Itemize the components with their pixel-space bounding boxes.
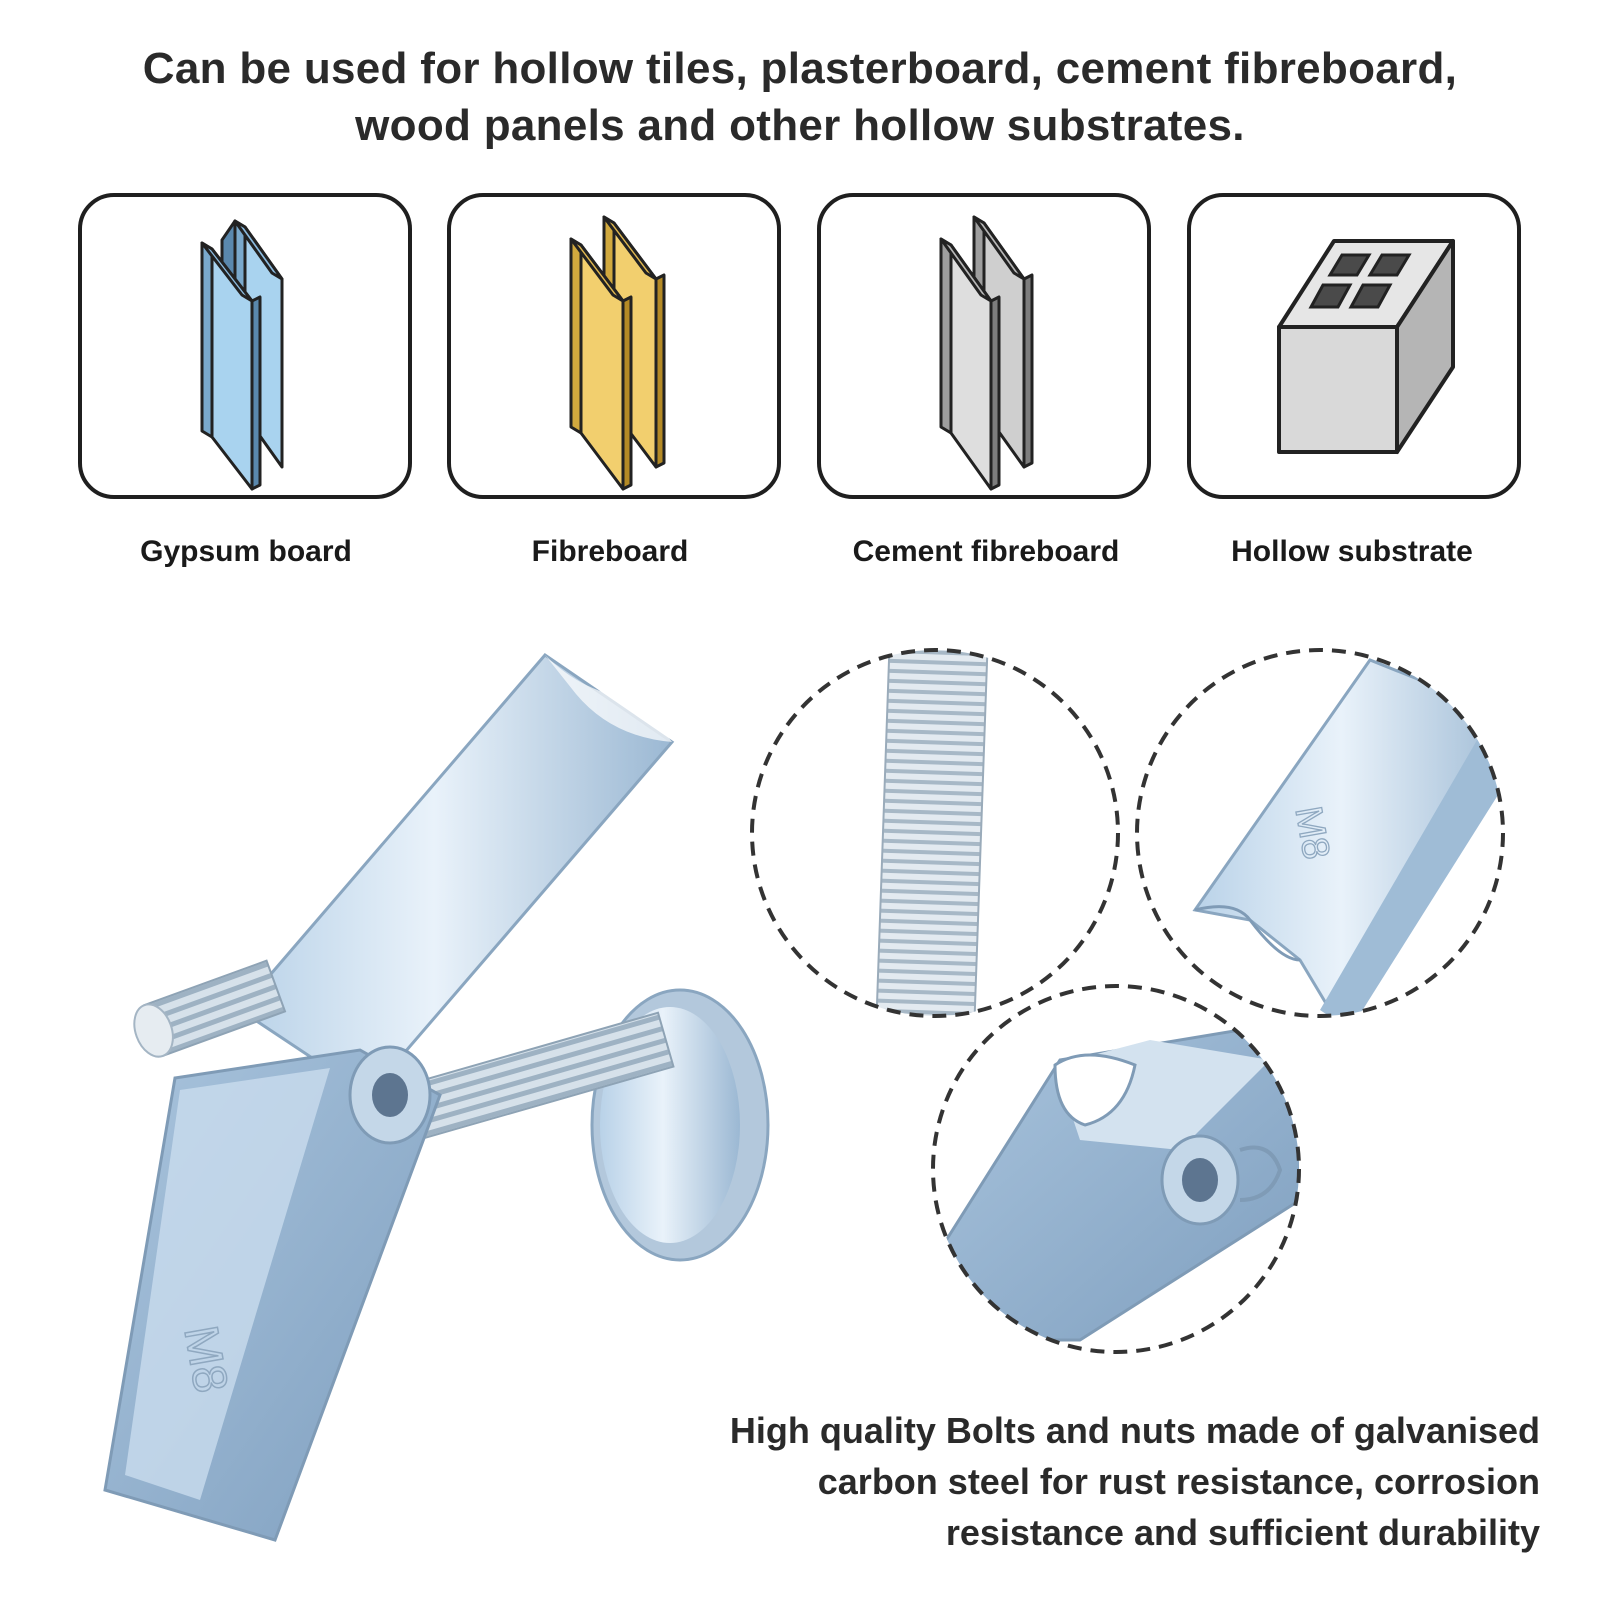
thread-detail-view <box>750 648 1120 1018</box>
fibreboard-icon <box>569 215 666 491</box>
material-description: High quality Bolts and nuts made of galv… <box>500 1405 1540 1558</box>
substrate-card-hollow <box>1187 193 1521 499</box>
toggle-bolt-illustration: M8 M8 <box>103 648 1505 1542</box>
substrate-label-hollow: Hollow substrate <box>1231 535 1473 568</box>
substrate-label-fibreboard: Fibreboard <box>531 535 689 568</box>
headline-line-2: wood panels and other hollow substrates. <box>355 101 1245 150</box>
headline: Can be used for hollow tiles, plasterboa… <box>0 40 1600 154</box>
description-line-2: carbon steel for rust resistance, corros… <box>817 1461 1540 1502</box>
gypsum-board-icon <box>200 219 284 491</box>
m8-marking: M8 <box>173 1322 237 1397</box>
hollow-block-icon <box>1277 239 1455 454</box>
hinge-detail-view <box>931 984 1301 1354</box>
description-line-3: resistance and sufficient durability <box>945 1512 1540 1553</box>
wing-end-detail-view: M8 <box>1135 648 1505 1018</box>
substrate-card-cement <box>817 193 1151 499</box>
headline-line-1: Can be used for hollow tiles, plasterboa… <box>142 44 1458 93</box>
substrate-card-fibreboard <box>447 193 781 499</box>
cement-fibreboard-icon <box>939 215 1034 491</box>
substrate-label-gypsum: Gypsum board <box>140 535 352 568</box>
m8-marking-detail: M8 <box>1287 803 1338 862</box>
description-line-1: High quality Bolts and nuts made of galv… <box>729 1410 1540 1451</box>
substrate-card-gypsum <box>78 193 412 499</box>
substrate-label-cement: Cement fibreboard <box>852 535 1120 568</box>
